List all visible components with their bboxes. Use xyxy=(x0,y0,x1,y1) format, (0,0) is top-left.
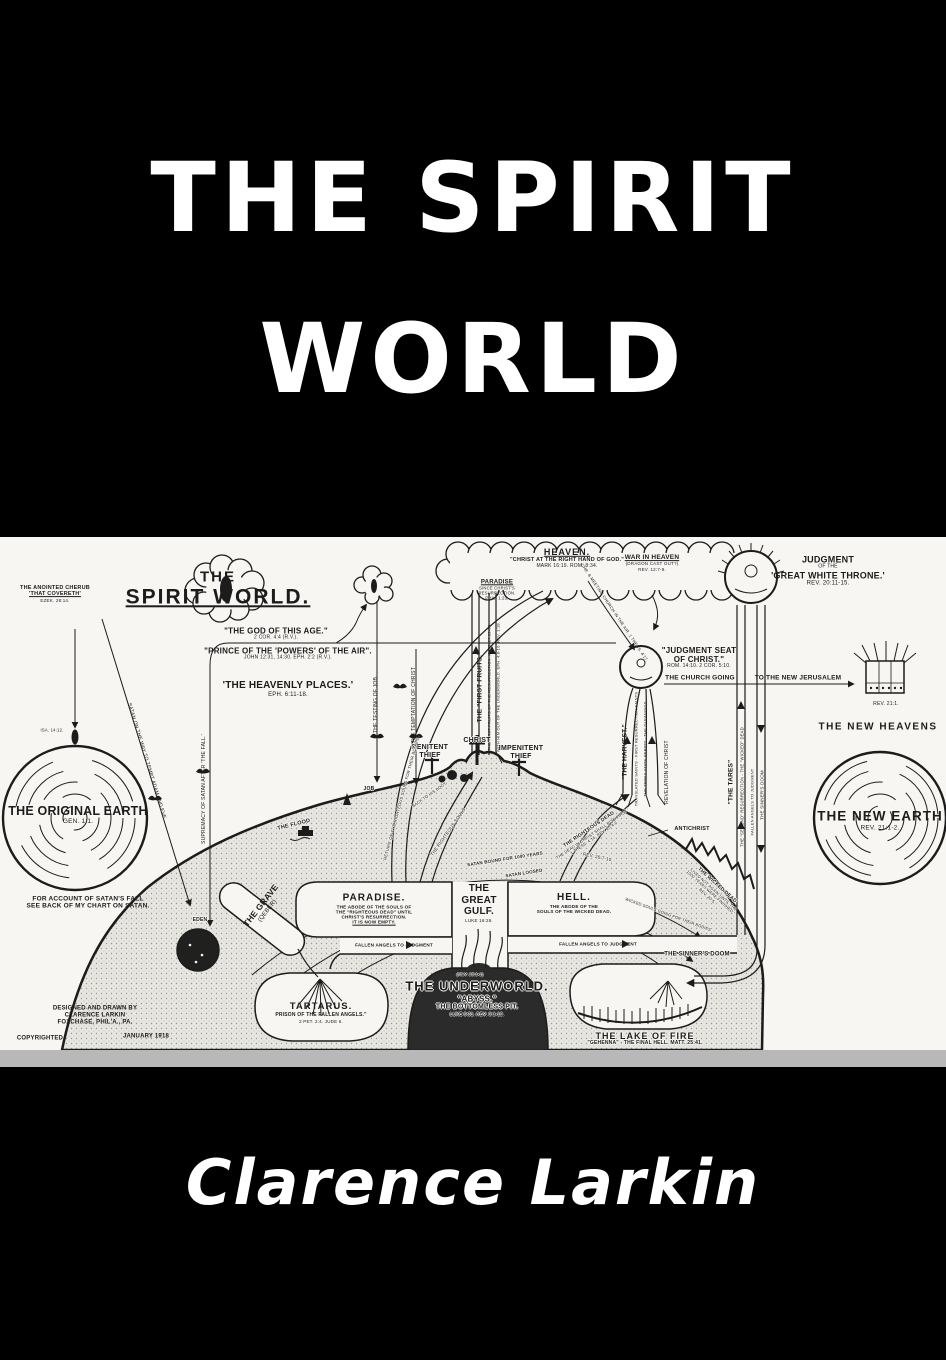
original-earth-globe xyxy=(1,729,149,892)
heavenly-places-label: 'THE HEAVENLY PLACES.'EPH. 6:11-18. xyxy=(222,679,354,698)
harvest-label: "THE HARVEST." xyxy=(621,724,629,780)
sinners-doom-tube-label: THE SINNER'S DOOM xyxy=(759,770,765,820)
sinners-doom-label: THE SINNER'S DOOM xyxy=(664,951,730,958)
babel-tower xyxy=(343,793,351,805)
heaven-label: HEAVEN."CHRIST AT THE RIGHT HAND OF GOD.… xyxy=(509,546,625,569)
with-him-label: WITH HIM OUT OF THE UNDERWORLD. EPH. 4:8… xyxy=(495,621,501,753)
page-edge-strip xyxy=(0,1050,946,1067)
new-jerusalem-cube xyxy=(853,641,917,694)
spirit-world-chart: THE ANOINTED CHERUB'THAT COVERETH'EZEK. … xyxy=(0,537,946,1050)
eden-label: EDEN xyxy=(192,917,208,924)
gulf-flames xyxy=(461,928,503,970)
calvary-crosses xyxy=(425,735,526,783)
caverns xyxy=(218,881,737,1042)
new-earth-globe xyxy=(812,750,946,886)
first-fruits-label: THE "FIRST FRUITS." xyxy=(476,651,484,723)
great-white-throne-tube xyxy=(685,605,766,988)
great-gulf-channel xyxy=(452,882,508,968)
fallen-angels-tube-label: FALLEN ANGELS TO JUDGMENT xyxy=(749,768,755,836)
satan-loosed-label: SATAN LOOSED xyxy=(505,867,543,879)
lake-of-fire-cavern xyxy=(569,963,708,1030)
return-of-souls-label: 'RETURN' OF THE RIGHTEOUS SOULS FOR THEI… xyxy=(382,736,421,862)
supremacy-label: SUPREMACY OF SATAN AFTER 'THE FALL.' xyxy=(201,734,208,844)
prince-of-powers-label: "PRINCE OF THE 'POWERS' OF THE AIR".JOHN… xyxy=(204,646,372,661)
back-to-his-body-label: BACK TO HIS BODY. xyxy=(411,780,449,809)
tares-label: "THE TARES" xyxy=(727,759,735,805)
satan-bound-label: SATAN BOUND FOR 1000 YEARS xyxy=(466,850,544,868)
new-heavens-label: THE NEW HEAVENS xyxy=(818,721,938,733)
testing-of-job-label: THE TESTING OF JOB xyxy=(373,676,380,734)
eden-globe xyxy=(176,928,220,972)
second-resurrection-label: THE "SECOND" RESURRECTION - THE "WICKED"… xyxy=(739,727,745,847)
underworld-label: THE UNDERWORLD."ABYSS."THE BOTTOMLESS PI… xyxy=(405,978,549,1017)
first-fruits-tube xyxy=(465,593,503,764)
satan-figure xyxy=(71,729,79,745)
grave-cavern xyxy=(218,882,306,956)
copyright-date-label: JANUARY 1918 xyxy=(122,1033,170,1040)
revelation-of-christ-label: REVELATION OF CHRIST xyxy=(664,740,671,804)
rev-20-1-3-label: (REV. 20:1-3) xyxy=(456,971,484,977)
fallen-angels-right-label: FALLEN ANGELS TO JUDGMENT xyxy=(559,941,637,947)
god-of-this-age-label: "THE GOD OF THIS AGE."2 COR. 4:4 (R.V.). xyxy=(224,626,328,641)
judgment-seat-medallion xyxy=(619,645,663,689)
flood-label: THE FLOOD xyxy=(276,817,311,832)
church-going-label: THE CHURCH GOING xyxy=(665,674,735,682)
cherub-figure xyxy=(220,576,232,602)
underworld-dome xyxy=(407,928,549,1050)
christ-label: CHRIST xyxy=(463,736,491,744)
ascension-arcs xyxy=(391,590,637,883)
to-new-jerusalem-label: TO THE NEW JERUSALEM xyxy=(754,674,842,682)
rev-20-7-10-label: REV. 20:7-10. xyxy=(582,851,614,863)
golgotha-rocks xyxy=(438,770,468,783)
job-label: JOB xyxy=(363,786,375,793)
fallen-angels-left-label: FALLEN ANGELS TO JUDGMENT xyxy=(355,942,433,948)
tribulation-gleanings-label: THE TRIBULATION PERIOD - THE GLEANINGS xyxy=(642,701,648,797)
anointed-cherub-label: THE ANOINTED CHERUB'THAT COVERETH'EZEK. … xyxy=(20,585,90,603)
cherub-cloud xyxy=(184,554,265,623)
great-white-throne-medallion xyxy=(717,543,785,604)
war-in-heaven-label: WAR IN HEAVEN(DRAGON CAST OUT?)REV. 12:7… xyxy=(624,554,680,572)
harvest-groups-label: TRANSLATED SAINTS - FIRST RESURRECTION S… xyxy=(633,691,639,807)
lake-of-fire-label: THE LAKE OF FIRE"GEHENNA" - THE FINAL HE… xyxy=(587,1030,703,1047)
tartarus-label: TARTARUS.PRISON OF THE FALLEN ANGELS."2 … xyxy=(275,1001,367,1024)
grave-label: THE GRAVE(QEBER) xyxy=(241,882,281,929)
antichrist-label: ANTICHRIST xyxy=(674,825,710,832)
copyrighted-label: COPYRIGHTED xyxy=(16,1035,64,1042)
slope-trees xyxy=(685,836,755,890)
wicked-souls-label: WICKED SOULS GOING FOR THEIR BODIES xyxy=(624,896,712,933)
cover-title-line2: WORLD xyxy=(259,303,687,416)
author-name: Clarence Larkin xyxy=(185,1146,761,1219)
flood-ark xyxy=(289,826,313,841)
guide-lines xyxy=(71,580,855,949)
wicked-dead-label: THE WICKED DEAD'LIVED NOT AGAIN UNTIL TH… xyxy=(685,866,739,916)
righteous-souls-label: THE RIGHTEOUS SOULS xyxy=(429,807,467,857)
new-jerusalem-rev-label: REV. 21:1. xyxy=(873,701,899,708)
satan-cloud xyxy=(353,565,394,605)
lake-flames xyxy=(583,1004,689,1024)
chart-labels: THE ANOINTED CHERUB'THAT COVERETH'EZEK. … xyxy=(0,537,946,1050)
tartarus-cavern xyxy=(254,972,389,1042)
meeting-in-air-label: CHR. & MEETING CHURCH IN THE AIR. 1 THES… xyxy=(579,562,650,663)
chart-engraving xyxy=(0,537,946,1050)
cover-title: THE SPIRIT WORLD xyxy=(0,118,946,441)
harvest-tube xyxy=(615,687,666,808)
roots-and-flames xyxy=(297,948,703,1024)
first-fruits-ref-label: THE FIRST FRUITS OF THE RESURRECTION. MA… xyxy=(486,623,492,751)
isaiah-ref-label: ISA. 14:12. xyxy=(40,727,64,733)
temptation-of-christ-label: THE TEMPTATION OF CHRIST xyxy=(411,667,418,743)
cover-title-line1: THE SPIRIT xyxy=(150,142,796,254)
